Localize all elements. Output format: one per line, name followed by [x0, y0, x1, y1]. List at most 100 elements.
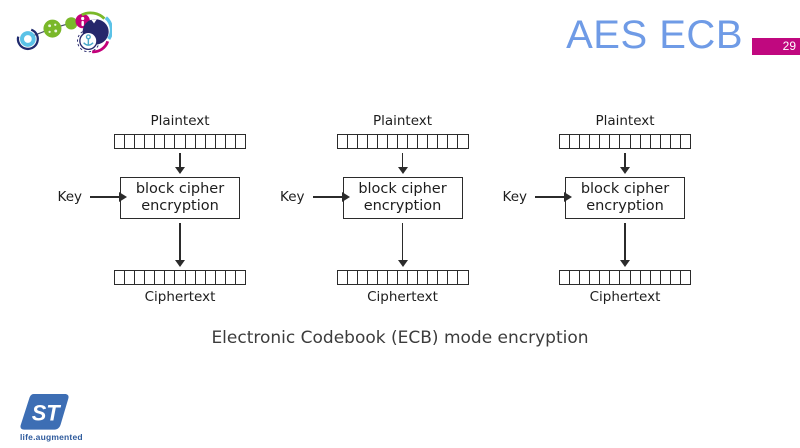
ecb-diagram-row: Plaintext block cipher encryption Cipher… — [58, 113, 725, 306]
block-cell — [610, 135, 621, 149]
box-line1: block cipher — [358, 180, 447, 197]
block-cell — [590, 271, 601, 285]
block-cell — [661, 135, 671, 149]
block-cell — [458, 135, 467, 148]
block-cell — [661, 271, 671, 285]
plaintext-label: Plaintext — [372, 113, 433, 129]
block-cell — [398, 135, 409, 149]
box-line1: block cipher — [580, 180, 670, 197]
down-arrow-icon — [175, 153, 184, 175]
block-cell — [671, 135, 681, 149]
right-arrow-icon — [535, 192, 572, 201]
block-cell — [378, 135, 388, 149]
block-cell — [388, 271, 398, 285]
block-cell — [145, 135, 156, 149]
ecb-unit-1: Plaintext block cipher encryption Cipher… — [58, 113, 280, 305]
plaintext-label: Plaintext — [150, 113, 210, 129]
block-cell — [145, 271, 156, 285]
down-arrow-icon — [620, 223, 629, 268]
right-arrow-icon — [312, 192, 350, 201]
block-cell — [651, 271, 661, 285]
block-cell — [135, 271, 146, 285]
block-cell — [115, 271, 126, 285]
diagram-caption: Electronic Codebook (ECB) mode encryptio… — [211, 328, 589, 348]
st-monogram: ST — [32, 401, 62, 426]
block-cell — [631, 271, 641, 285]
block-cell — [155, 135, 166, 149]
ecb-unit-3: Plaintext block cipher encryption Cipher… — [503, 113, 725, 306]
block-cell — [438, 271, 449, 285]
block-cell — [428, 271, 439, 285]
ecb-unit-2: Plaintext block cipher encryption Cipher… — [280, 113, 503, 306]
block-cell — [408, 135, 419, 149]
key-input: Key — [58, 189, 127, 205]
block-cell — [338, 135, 348, 149]
st-tagline: life.augmented — [20, 432, 83, 442]
block-cell — [641, 271, 651, 285]
block-cell — [681, 271, 690, 284]
block-cell — [216, 135, 226, 149]
plaintext-block — [559, 134, 691, 150]
page-number-badge: 29 — [752, 38, 800, 55]
ciphertext-label: Ciphertext — [589, 289, 661, 306]
box-line2: encryption — [141, 198, 219, 215]
down-arrow-icon — [175, 223, 184, 268]
block-cell — [448, 271, 459, 285]
block-cell — [135, 135, 146, 149]
block-cell — [206, 135, 216, 149]
plaintext-block — [336, 134, 469, 150]
block-cell — [155, 271, 166, 285]
block-cell — [388, 135, 398, 149]
plaintext-block — [114, 134, 246, 150]
block-cell — [175, 271, 186, 285]
block-cell — [398, 271, 409, 285]
block-cell — [600, 135, 611, 149]
block-cell — [418, 271, 429, 285]
block-cell — [580, 135, 591, 149]
block-cell — [125, 271, 136, 285]
block-cell — [186, 135, 196, 149]
block-cell — [196, 271, 206, 285]
block-cell — [125, 135, 136, 149]
block-cell — [378, 271, 388, 285]
key-input: Key — [502, 189, 572, 205]
ciphertext-label: Ciphertext — [367, 289, 438, 306]
block-cell — [226, 271, 236, 285]
block-cell — [348, 271, 358, 285]
st-logo-icon: ST — [20, 393, 69, 430]
block-cell — [590, 135, 601, 149]
block-cell — [560, 271, 571, 285]
block-cipher-box: block cipher encryption — [342, 177, 463, 220]
block-cell — [620, 135, 631, 149]
block-cell — [631, 135, 641, 149]
block-cell — [236, 271, 245, 284]
event-logo — [8, 2, 114, 58]
block-cell — [438, 135, 449, 149]
ciphertext-block — [559, 270, 691, 286]
box-line2: encryption — [363, 198, 442, 215]
block-cell — [580, 271, 591, 285]
right-arrow-icon — [90, 192, 127, 201]
block-cell — [338, 271, 348, 285]
block-cell — [348, 135, 358, 149]
block-cell — [570, 135, 581, 149]
block-cell — [620, 271, 631, 285]
block-cell — [428, 135, 439, 149]
block-cell — [610, 271, 621, 285]
block-cell — [226, 135, 236, 149]
block-cell — [115, 135, 126, 149]
key-label: Key — [502, 189, 527, 205]
block-cell — [600, 271, 611, 285]
block-cell — [671, 271, 681, 285]
event-logo-graphic — [16, 11, 114, 54]
box-line1: block cipher — [135, 180, 225, 197]
down-arrow-icon — [398, 223, 407, 268]
block-cell — [641, 135, 651, 149]
block-cell — [196, 135, 206, 149]
block-cell — [358, 135, 368, 149]
st-logo: ST life.augmented — [20, 393, 83, 442]
block-cell — [681, 135, 690, 148]
block-cell — [651, 135, 661, 149]
block-cell — [236, 135, 245, 148]
box-line2: encryption — [586, 198, 664, 215]
